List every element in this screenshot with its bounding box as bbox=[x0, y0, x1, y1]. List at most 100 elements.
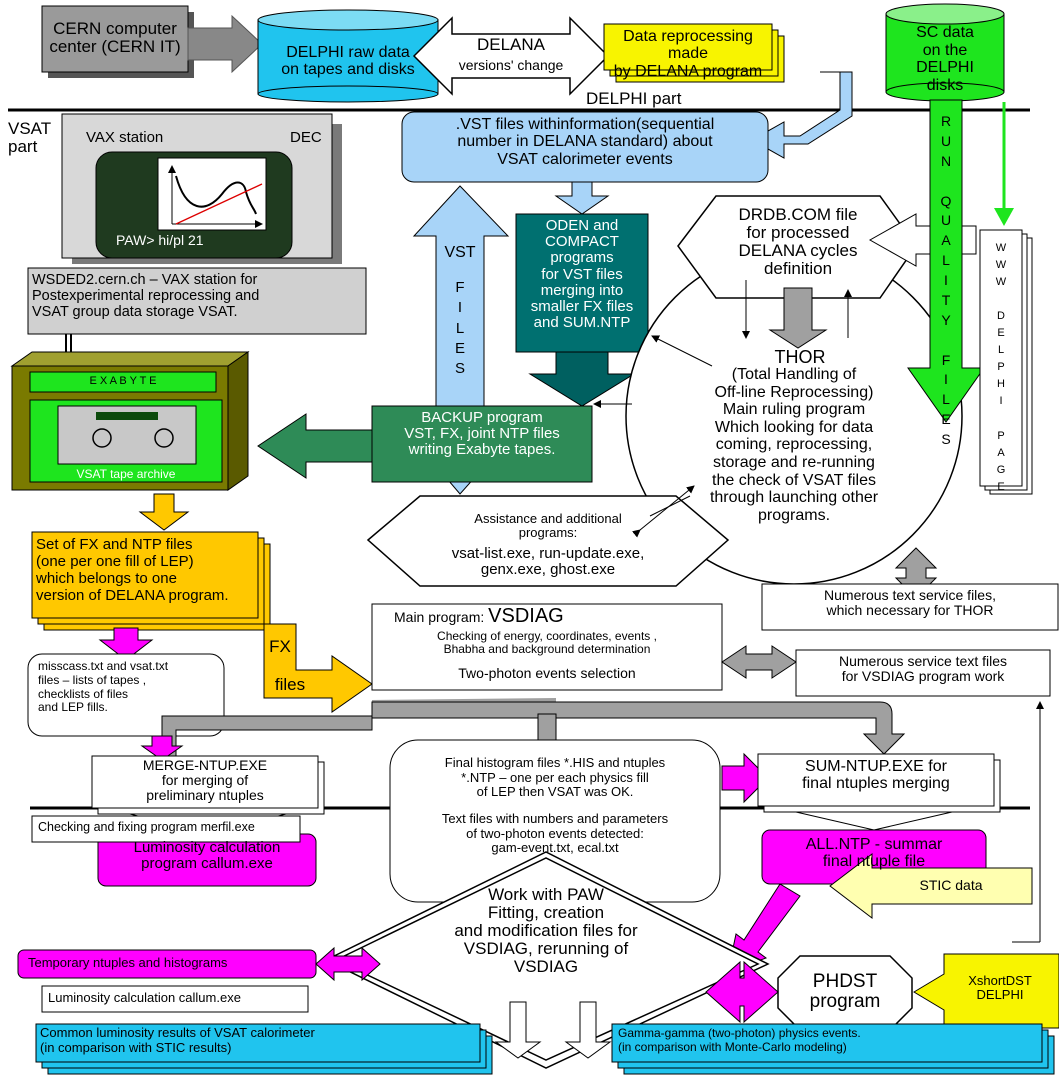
temporary-work-double-arrow bbox=[315, 946, 381, 982]
xshort-to-phdst-arrow bbox=[913, 953, 1059, 1029]
work-to-common-arrow bbox=[494, 1001, 542, 1059]
numerous-vsdiag-box bbox=[795, 649, 1051, 697]
gamma-sheet-1 bbox=[611, 1023, 1043, 1063]
stic-data-label: STIC data bbox=[919, 877, 983, 893]
gamma-gamma-label: Gamma-gamma (two-photon) physics events.… bbox=[618, 1026, 861, 1055]
phdst-label: PHDST program bbox=[809, 971, 881, 1012]
work-paw-label: Work with PAW Fitting, creation and modi… bbox=[454, 885, 638, 977]
drdb-label: DRDB.COM file for processed DELANA cycle… bbox=[738, 205, 858, 278]
delphi-raw-bottom bbox=[257, 85, 439, 103]
oden-box bbox=[515, 213, 649, 353]
fx-files-label-1: FX bbox=[269, 637, 291, 656]
backup-to-exabyte-arrow bbox=[257, 413, 373, 479]
paw-prompt: PAW> hi/pl 21 bbox=[116, 232, 204, 248]
checking-box bbox=[31, 815, 301, 843]
fx-files-arrow bbox=[263, 623, 373, 713]
run-quality-arrow bbox=[907, 99, 985, 423]
vsdiag-name: VSDIAG bbox=[488, 605, 564, 627]
luminosity-program-label: Luminosity calculation program callum.ex… bbox=[133, 839, 281, 873]
set-sheet-1 bbox=[31, 531, 259, 619]
final-histogram-label: Final histogram files *.HIS and ntuples … bbox=[444, 755, 666, 800]
merge-ntup-label: MERGE-NTUP.EXE for merging of preliminar… bbox=[142, 757, 268, 804]
sum-to-all-arrow bbox=[795, 811, 953, 831]
wsded2-label: WSDED2.cern.ch – VAX station for Postexp… bbox=[32, 272, 260, 321]
text-files-label: Text files with numbers and parameters o… bbox=[441, 811, 669, 856]
assistance-thor-link-2 bbox=[649, 495, 691, 517]
oden-compact-label: ODEN and COMPACT programs for VST files … bbox=[530, 217, 634, 332]
wsded2-box bbox=[27, 267, 367, 335]
temporary-ntuples-label: Temporary ntuples and histograms bbox=[28, 955, 228, 970]
stic-data-arrow bbox=[829, 852, 1033, 920]
delphi-part-label: DELPHI part bbox=[586, 89, 682, 108]
exabyte-label: E X A B Y T E bbox=[89, 375, 157, 387]
phdst-octagon bbox=[777, 955, 913, 1031]
reproc-sheet-1 bbox=[603, 23, 773, 71]
vsdiag-title: Main program: VSDIAG bbox=[394, 605, 714, 628]
set-fx-ntp-label: Set of FX and NTP files (one per one fil… bbox=[36, 536, 229, 605]
set-to-misscass-arrow bbox=[98, 627, 154, 661]
sum-sheet-1 bbox=[757, 753, 995, 807]
numerous-thor-label: Numerous text service files, which neces… bbox=[824, 587, 996, 619]
common-luminosity-label: Common luminosity results of VSAT calori… bbox=[40, 1025, 315, 1055]
vsat-part-label: VSAT part bbox=[8, 119, 52, 157]
vsdiag-box bbox=[371, 603, 723, 691]
exabyte-knob-left bbox=[92, 428, 112, 448]
luminosity-calc-label: Luminosity calculation callum.exe bbox=[48, 990, 241, 1005]
exabyte-knob-right bbox=[154, 428, 174, 448]
common-sheet-1 bbox=[35, 1023, 481, 1063]
vst-to-oden-arrow bbox=[554, 181, 610, 215]
exabyte-side-face bbox=[227, 351, 249, 491]
vsdiag-description: Checking of energy, coordinates, events … bbox=[437, 629, 657, 656]
plot-fit-line bbox=[175, 183, 263, 225]
drdb-to-thor-arrow bbox=[768, 287, 828, 349]
oden-to-backup-arrow bbox=[528, 351, 636, 407]
exabyte-display bbox=[96, 412, 158, 420]
delphi-raw-body bbox=[257, 19, 439, 95]
cern-center-box bbox=[41, 5, 189, 73]
xshortdst-label: XshortDST DELPHI bbox=[968, 973, 1032, 1003]
delphi-raw-top bbox=[257, 9, 439, 31]
sc-data-body bbox=[885, 13, 1005, 93]
thor-description: (Total Handling of Off-line Reprocessing… bbox=[709, 366, 879, 524]
data-reprocessing-label: Data reprocessing made by DELANA program bbox=[613, 28, 763, 80]
final-to-sum-arrow bbox=[721, 752, 769, 804]
work-to-gamma-arrow bbox=[564, 1001, 612, 1059]
misscass-label: misscass.txt and vsat.txt files – lists … bbox=[38, 659, 169, 715]
backup-box bbox=[371, 405, 593, 483]
checking-fixing-label: Checking and fixing program merfil.exe bbox=[38, 820, 255, 834]
vsdiag-prefix: Main program: bbox=[394, 609, 489, 625]
vax-station-label: VAX station bbox=[86, 129, 164, 146]
delana-double-arrow bbox=[412, 16, 610, 96]
www-page-1 bbox=[979, 229, 1023, 487]
vsdiag-two-photon: Two-photon events selection bbox=[458, 665, 636, 681]
delana-change-title: DELANA bbox=[476, 35, 546, 54]
exabyte-top-face bbox=[10, 351, 250, 367]
delphi-raw-label: DELPHI raw data on tapes and disks bbox=[281, 44, 415, 79]
exabyte-to-set-arrow bbox=[138, 493, 190, 531]
sc-data-label: SC data on the DELPHI disks bbox=[916, 24, 974, 94]
numerous-vsdiag-label: Numerous service text files for VSDIAG p… bbox=[838, 653, 1008, 685]
work-phdst-double-arrow bbox=[705, 960, 779, 1024]
vst-arrow-label: VST bbox=[444, 244, 476, 261]
misscass-to-merge-arrow bbox=[140, 735, 184, 761]
numerous-thor-box bbox=[761, 583, 1059, 631]
vsdiag-numerous-arrow bbox=[721, 645, 797, 679]
all-ntp-label: ALL.NTP - summar final ntuple file bbox=[805, 836, 943, 871]
vsat-tape-archive-label: VSAT tape archive bbox=[76, 467, 176, 481]
vst-info-label: .VST files withinformation(sequential nu… bbox=[455, 116, 715, 168]
fx-files-label-2: files bbox=[274, 675, 306, 694]
delana-change-sub: versions' change bbox=[458, 57, 564, 73]
cern-center-label: CERN computer center (CERN IT) bbox=[49, 19, 181, 57]
sc-data-top bbox=[885, 3, 1005, 25]
backup-label: BACKUP program VST, FX, joint NTP files … bbox=[404, 409, 560, 459]
sc-to-www-head bbox=[994, 208, 1014, 226]
thor-to-oden-link bbox=[651, 335, 713, 367]
assistance-title: Assistance and additional programs: bbox=[474, 511, 622, 541]
merge-sheet-1 bbox=[91, 755, 319, 809]
gray-flow-down bbox=[537, 713, 557, 741]
dec-label: DEC bbox=[290, 129, 322, 146]
